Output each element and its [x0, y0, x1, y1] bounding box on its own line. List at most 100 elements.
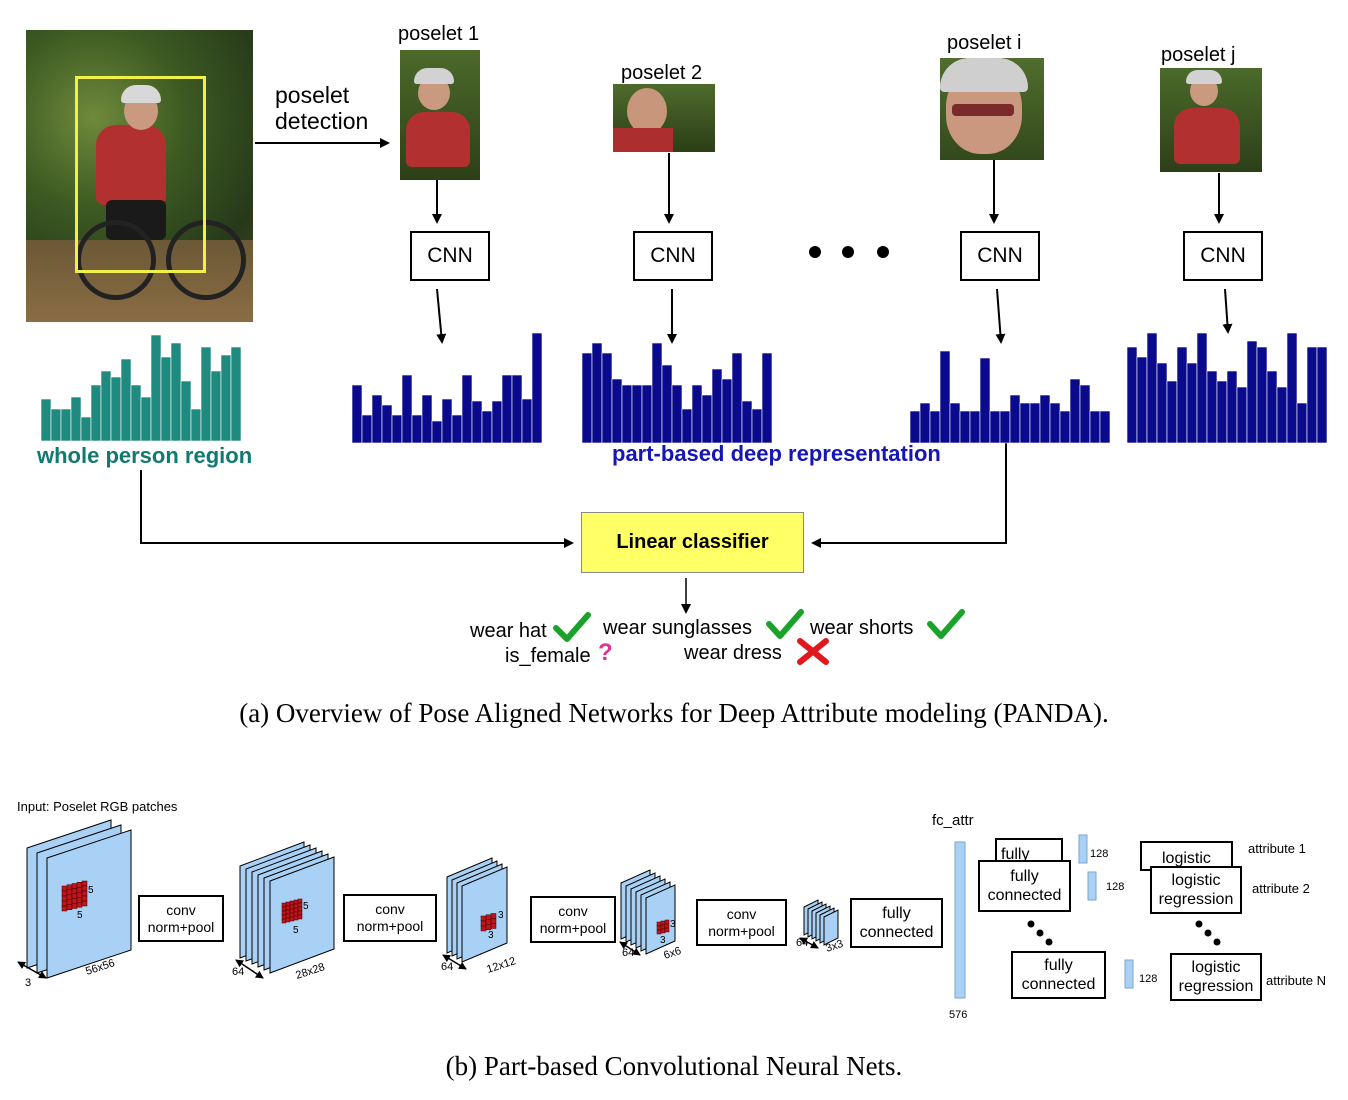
histogram-bar	[1099, 410, 1111, 444]
kernel-grid-2	[281, 898, 303, 924]
kernel-cell	[71, 893, 78, 899]
ellipsis-dot	[877, 246, 889, 258]
histogram-bar	[190, 408, 202, 442]
histogram-bar	[381, 404, 393, 444]
kernel-cell	[293, 915, 299, 921]
fc-output-size: 128	[1139, 973, 1157, 985]
depth-arrow	[17, 961, 47, 979]
kernel-cell	[297, 914, 303, 920]
poselet-2-label: poselet 2	[621, 62, 703, 84]
histogram-bar	[1216, 380, 1228, 444]
conv-layer-5-slabs	[803, 899, 839, 946]
histogram-bar	[1049, 402, 1061, 444]
kernel-cell	[293, 911, 299, 917]
poselet-j-histogram	[1126, 332, 1328, 444]
histogram-bar	[230, 346, 242, 442]
kernel-grid-1	[61, 880, 88, 912]
whole-person-region-label: whole person region	[37, 443, 253, 468]
histogram-bar	[989, 410, 1001, 444]
kernel-cell	[285, 901, 291, 907]
poselet-i-histogram	[909, 350, 1111, 444]
kernel-cell	[660, 924, 666, 930]
histogram-bar	[1059, 410, 1071, 444]
kernel-cell	[293, 903, 299, 909]
kernel-cell	[281, 918, 287, 924]
kernel-cell	[485, 914, 492, 920]
dim-label: 3	[670, 919, 676, 930]
kernel-cell	[485, 919, 492, 925]
histogram-bar	[170, 342, 182, 442]
ellipsis-dot	[1204, 929, 1212, 937]
histogram-bar	[681, 408, 693, 444]
cnn-box-i: CNN	[960, 231, 1040, 281]
kernel-cell	[76, 887, 83, 893]
kernel-cell	[66, 904, 73, 910]
poselet-j-label: poselet j	[1161, 44, 1236, 66]
kernel-cell	[289, 916, 295, 922]
kernel-cell	[490, 918, 497, 924]
kernel-cell	[71, 883, 78, 889]
kernel-cell	[485, 924, 492, 930]
kernel-cell	[71, 903, 78, 909]
linear-classifier-box: Linear classifier	[581, 512, 804, 573]
histogram-bar	[651, 342, 663, 444]
part-based-representation-label: part-based deep representation	[612, 441, 941, 466]
kernel-cell	[289, 900, 295, 906]
kernel-cell	[76, 897, 83, 903]
depth-arrow	[799, 937, 819, 949]
histogram-bar	[591, 342, 603, 444]
histogram-bar	[611, 378, 623, 444]
arrow-parts-to-classifier	[811, 443, 1007, 548]
kernel-cell	[66, 899, 73, 905]
kernel-cell	[293, 907, 299, 913]
arrow-cnn1-feat	[436, 288, 447, 344]
histogram-bar	[601, 352, 613, 444]
histogram-bar	[581, 352, 593, 444]
histogram-bar	[511, 374, 523, 444]
depth-arrow	[235, 959, 264, 979]
ellipsis-dot	[1036, 929, 1044, 937]
poselet-2-histogram	[581, 342, 773, 444]
histogram-bar	[351, 384, 363, 444]
dim-label: 28x28	[294, 961, 326, 982]
kernel-cell	[66, 884, 73, 890]
attr-is-female: is_female	[505, 645, 591, 667]
kernel-cell	[656, 929, 662, 935]
histogram-bar	[421, 394, 433, 444]
kernel-cell	[76, 892, 83, 898]
histogram-bar	[741, 400, 753, 444]
histogram-bar	[909, 410, 921, 444]
poselet-i-label: poselet i	[947, 32, 1022, 54]
dim-label: 3	[660, 935, 666, 946]
histogram-bar	[1266, 370, 1278, 444]
kernel-cell	[660, 920, 666, 926]
kernel-cell	[297, 906, 303, 912]
fc-attr-bar	[954, 841, 966, 999]
overview-graphics: ?	[40, 138, 1328, 666]
cnn-box-1: CNN	[410, 231, 490, 281]
histogram-bar	[70, 396, 82, 442]
fc-output-size: 128	[1106, 881, 1124, 893]
poselet-1-label: poselet 1	[398, 23, 480, 45]
histogram-bar	[1039, 394, 1051, 444]
histogram-bar	[501, 374, 513, 444]
histogram-bar	[1186, 362, 1198, 444]
dim-label: 5	[77, 910, 83, 921]
histogram-bar	[1196, 332, 1208, 444]
histogram-bar	[979, 357, 991, 444]
histogram-bar	[1009, 394, 1021, 444]
histogram-bar	[1286, 332, 1298, 444]
histogram-bar	[1236, 386, 1248, 444]
kernel-cell	[660, 928, 666, 934]
histogram-bar	[1306, 346, 1318, 444]
kernel-cell	[297, 910, 303, 916]
histogram-bar	[1246, 340, 1258, 444]
histogram-bar	[481, 410, 493, 444]
histogram-bar	[150, 334, 162, 442]
attr-wear-dress: wear dress	[684, 642, 782, 664]
histogram-bar	[1069, 378, 1081, 444]
dim-label: 3	[25, 977, 31, 989]
